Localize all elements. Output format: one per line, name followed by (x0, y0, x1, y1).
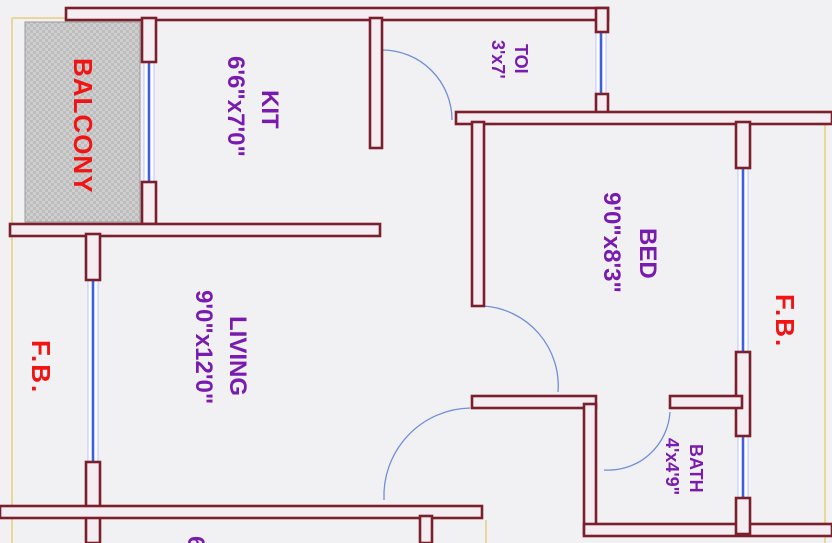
kitchen-size: 6'6"x7'0" (222, 56, 249, 157)
living-label: LIVING 9'0"x12'0" (190, 290, 251, 404)
bottom-cutoff-label: 6 (182, 536, 209, 543)
bed-label: BED 9'0"x8'3" (598, 192, 661, 293)
bath-label: BATH 4'x4'9" (662, 438, 706, 495)
living-name: LIVING (224, 316, 251, 396)
living-size: 9'0"x12'0" (190, 290, 217, 404)
balcony-label: BALCONY (68, 58, 98, 194)
toilet-name: TOI (511, 44, 531, 74)
plot-outline (11, 17, 826, 543)
bed-size: 9'0"x8'3" (598, 192, 625, 293)
balcony-area (24, 21, 141, 223)
kitchen-label: KIT 6'6"x7'0" (222, 56, 283, 157)
walls (0, 6, 832, 543)
fb-right-label: F.B. (770, 294, 800, 348)
kitchen-name: KIT (256, 90, 283, 129)
bed-door-arc (483, 305, 559, 393)
door-arcs (381, 49, 671, 501)
bath-size: 4'x4'9" (662, 438, 682, 495)
bath-door-arc (603, 411, 671, 471)
toilet-size: 3'x7' (488, 40, 508, 79)
fb-left-label: F.B. (26, 340, 56, 394)
toilet-door-arc (381, 49, 453, 121)
living-door-arc (383, 407, 471, 501)
bath-name: BATH (686, 444, 706, 493)
bed-name: BED (634, 228, 661, 279)
toilet-label: TOI 3'x7' (488, 40, 531, 79)
